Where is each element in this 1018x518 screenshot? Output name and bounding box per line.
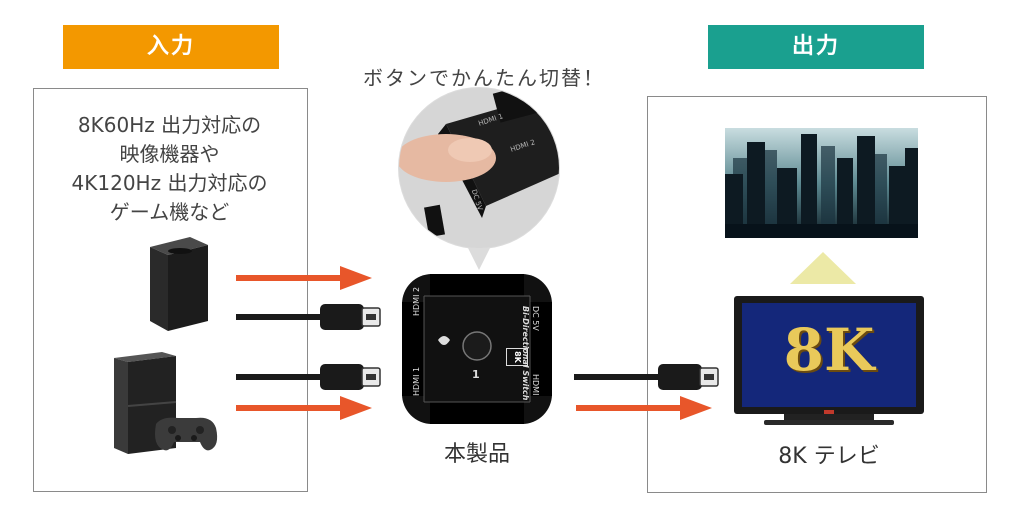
description-line-2: 映像機器や (119, 142, 220, 166)
device-port-hdmi2: HDMI 2 (412, 286, 421, 316)
signal-arrow-icon (236, 396, 372, 420)
city-skyline-image (725, 128, 918, 238)
tv-screen-text: 8K (783, 316, 875, 384)
description-line-4: ゲーム機など (109, 200, 230, 224)
hdmi-switch-device (402, 274, 552, 424)
device-port-hdmi: HDMI (531, 374, 540, 396)
upward-triangle-icon (790, 252, 856, 284)
signal-arrow-icon (576, 396, 712, 420)
game-console-slim-icon (114, 352, 218, 454)
device-port-dc: DC 5V (531, 306, 540, 331)
signal-arrow-icon (236, 266, 372, 290)
tv-icon (734, 296, 924, 425)
description-line-3: 4K120Hz 出力対応の (71, 171, 268, 195)
input-label: 入力 (63, 25, 279, 69)
device-button-number: 1 (472, 368, 480, 381)
output-label: 出力 (708, 25, 924, 69)
device-8k-badge: 8K (506, 348, 528, 366)
device-port-hdmi1: HDMI 1 (412, 366, 421, 396)
description-line-1: 8K60Hz 出力対応の (77, 113, 262, 137)
game-console-tower-icon (150, 237, 208, 331)
hdmi-cable-icon (236, 304, 381, 330)
hdmi-cable-icon (574, 364, 719, 390)
hdmi-cable-icon (236, 364, 381, 390)
input-description: 8K60Hz 出力対応の 映像機器や 4K120Hz 出力対応の ゲーム機など (33, 111, 306, 227)
tv-caption: 8K テレビ (778, 444, 880, 469)
headline: ボタンでかんたん切替！ (363, 66, 605, 90)
product-photo-bubble (398, 87, 560, 270)
product-caption: 本製品 (443, 442, 510, 467)
